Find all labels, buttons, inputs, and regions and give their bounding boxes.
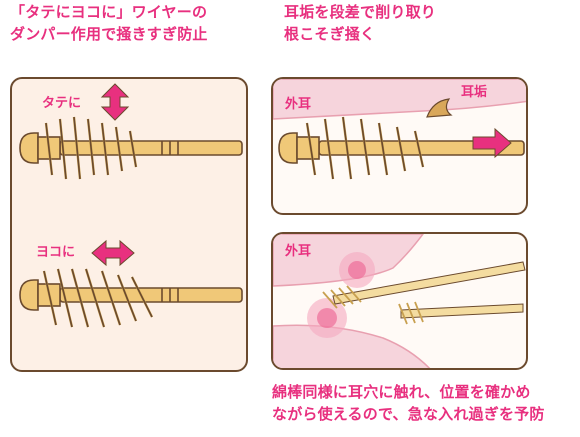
earwax-scraping-illustration xyxy=(273,79,526,180)
ear-lower-wall xyxy=(273,324,431,368)
outer-ear-label-top: 外耳 xyxy=(285,97,312,112)
ear-pick-vertical xyxy=(19,116,243,180)
right-caption-line1: 耳垢を段差で削り取り xyxy=(284,3,437,21)
ear-usage-panel: 外耳 xyxy=(271,232,528,370)
horizontal-label: ヨコに xyxy=(36,245,76,260)
ear-canal-wall xyxy=(273,79,526,120)
left-caption-line1: 「タテにヨコに」ワイヤーの xyxy=(10,3,208,21)
earwax-scraping-panel: 外耳 耳垢 xyxy=(271,77,528,215)
ear-pick-scraping xyxy=(278,116,525,180)
ear-pick-horizontal xyxy=(19,268,243,328)
bottom-caption-line2: ながら使えるので、急な入れ過ぎを予防 xyxy=(272,405,545,423)
vertical-label: タテに xyxy=(42,96,82,111)
ear-pick-lower xyxy=(398,301,524,325)
wire-damper-panel: タテに ヨコに xyxy=(10,77,248,372)
vertical-arrow-icon xyxy=(100,83,130,121)
bottom-caption-line1: 綿棒同様に耳穴に触れ、位置を確かめ xyxy=(272,383,531,401)
outer-ear-label-bottom: 外耳 xyxy=(285,244,312,259)
left-caption-line2: ダンパー作用で掻きすぎ防止 xyxy=(10,25,208,43)
ear-usage-illustration xyxy=(273,234,526,368)
earwax-label: 耳垢 xyxy=(461,85,488,100)
ear-pick-upper xyxy=(322,261,526,309)
right-caption-line2: 根こそぎ掻く xyxy=(284,25,376,43)
wire-damper-illustration xyxy=(19,83,243,328)
right-arrow-icon xyxy=(472,127,512,159)
earwax-shape xyxy=(426,98,453,118)
horizontal-arrow-icon xyxy=(91,239,135,267)
